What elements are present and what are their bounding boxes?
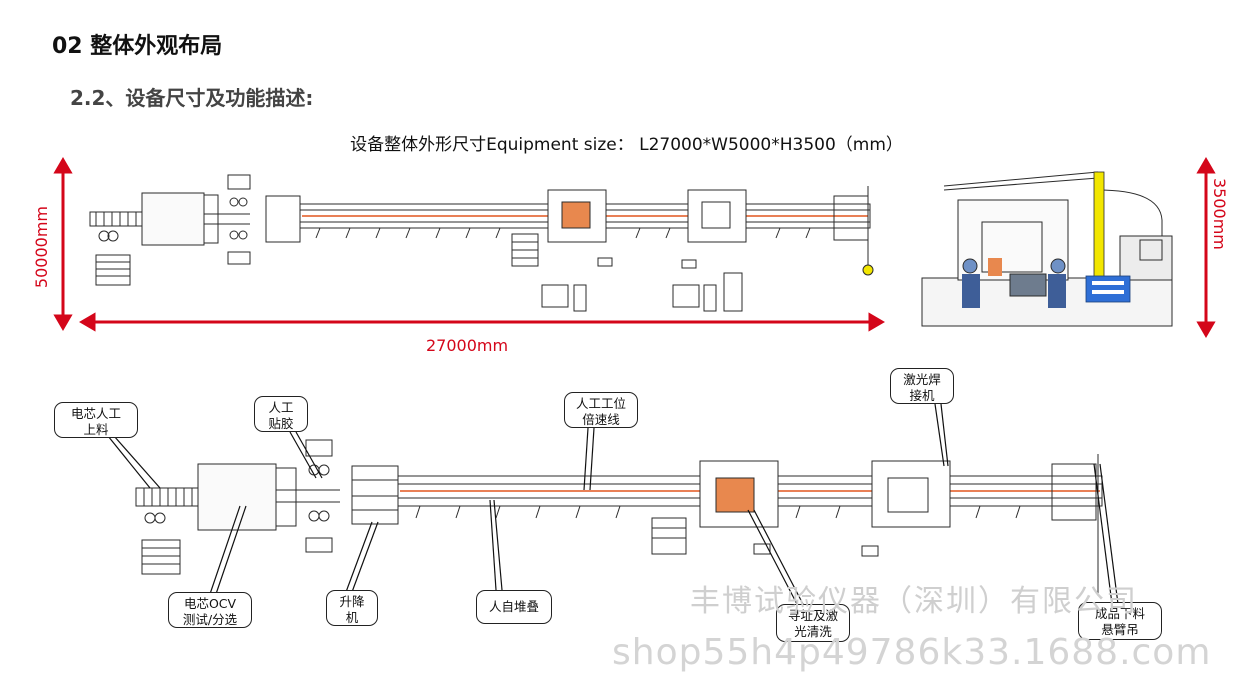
callout-unload-crane: 成品下料 悬臂吊 — [1078, 602, 1162, 640]
height-dimension-label: 3500mm — [1210, 178, 1229, 250]
side-elevation — [921, 171, 1173, 327]
callout-lift: 升降 机 — [326, 590, 378, 626]
dimension-arrows — [53, 157, 1216, 338]
sub-title: 2.2、设备尺寸及功能描述: — [70, 86, 314, 110]
conveyor-legs — [315, 227, 811, 239]
callout-ocv-test: 电芯OCV 测试/分选 — [168, 592, 252, 628]
callout-locate-clean: 寻址及激 光清洗 — [776, 604, 850, 642]
bottom-layout — [135, 439, 1103, 575]
callout-manual-station: 人工工位 倍速线 — [564, 392, 638, 428]
width-dimension-label: 50000mm — [32, 206, 51, 289]
length-dimension-label: 27000mm — [426, 336, 509, 355]
watermark-shop: shop55h4p49786k33.1688.com — [612, 632, 1212, 673]
callout-laser-welder: 激光焊 接机 — [890, 368, 954, 404]
callout-leaders — [107, 403, 1119, 607]
equipment-size-text: 设备整体外形尺寸Equipment size： L27000*W5000*H35… — [350, 135, 903, 155]
top-mini-layout — [89, 174, 871, 286]
callout-cell-loading: 电芯人工 上料 — [54, 402, 138, 438]
callout-manual-gluing: 人工 贴胶 — [254, 396, 308, 432]
section-title: 02 整体外观布局 — [52, 34, 223, 59]
callout-auto-stack: 人自堆叠 — [476, 590, 552, 624]
watermark-company: 丰博试验仪器（深圳）有限公司 — [690, 584, 1138, 619]
